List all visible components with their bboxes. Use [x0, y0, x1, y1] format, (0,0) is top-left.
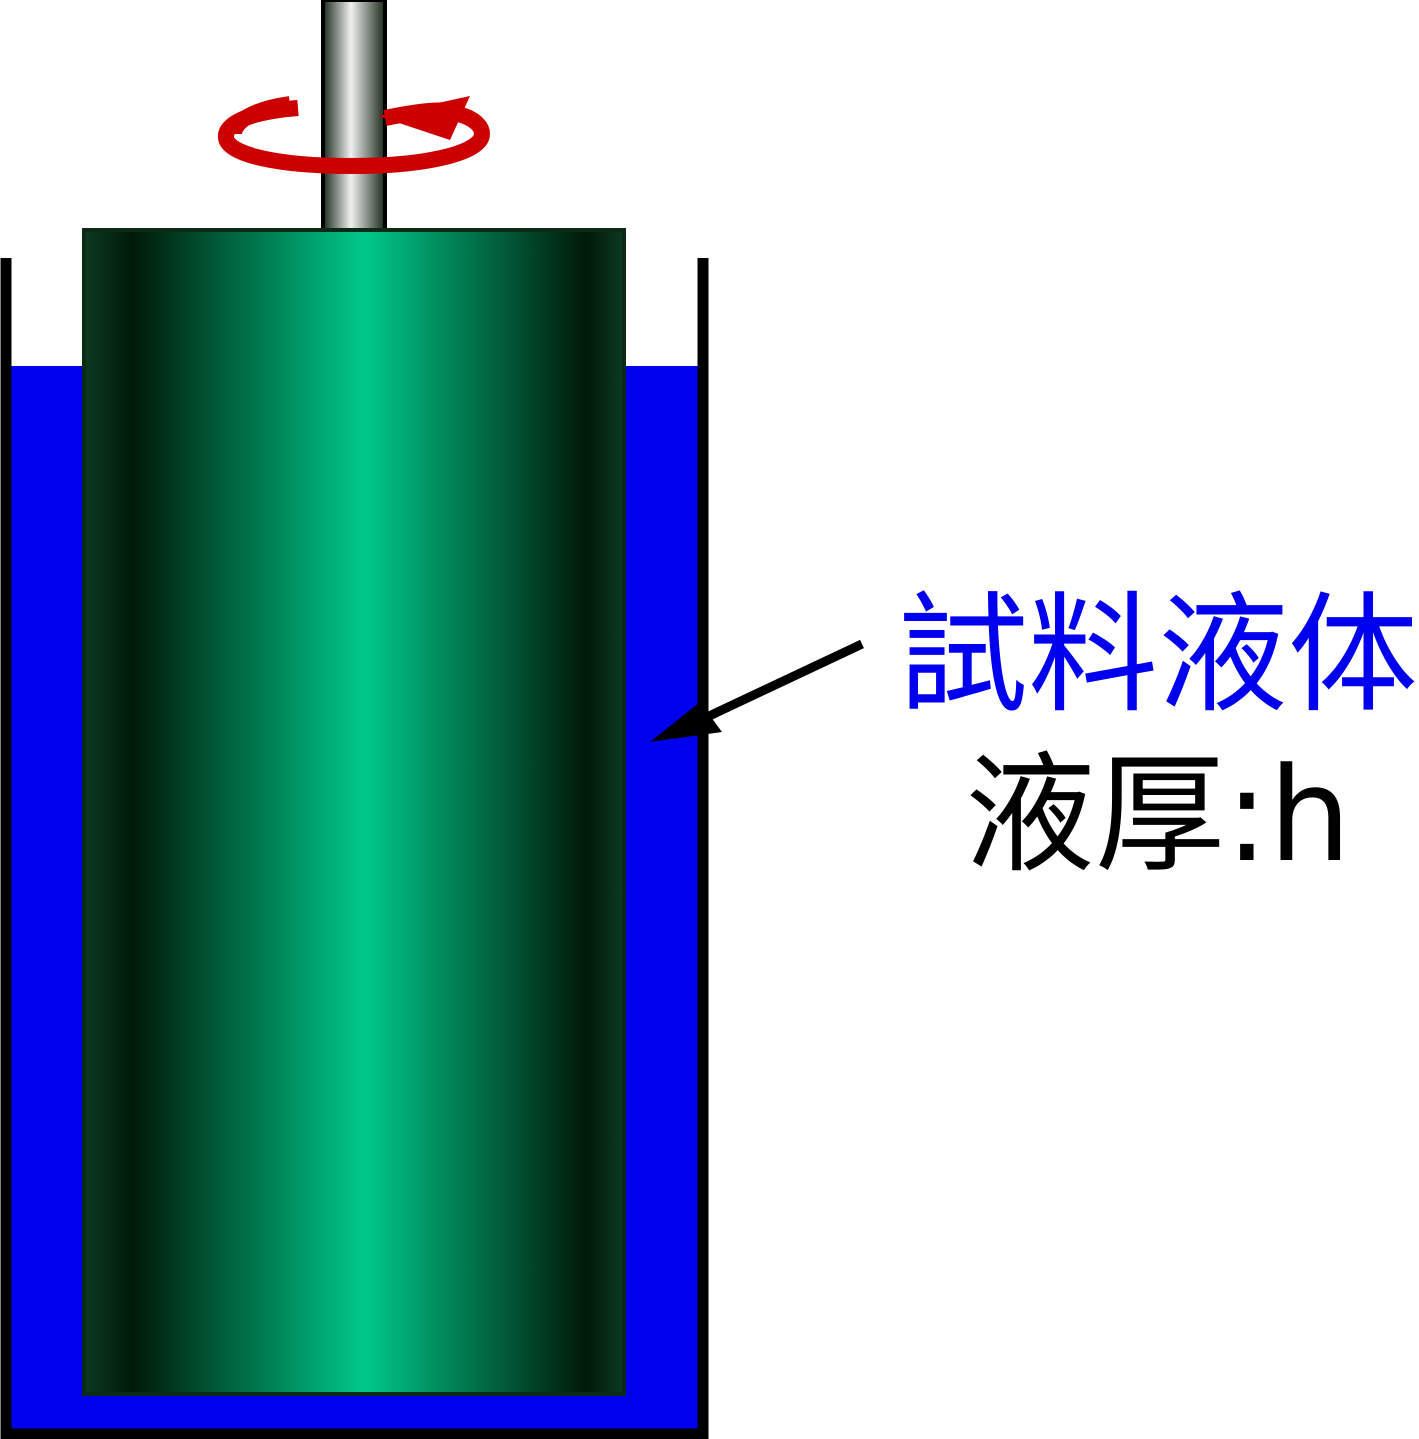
container-wall [0, 258, 709, 1439]
rotor-shaft [321, 0, 387, 234]
rotation-arrow-icon [218, 96, 491, 175]
rotor-cylinder [82, 228, 626, 1396]
liquid-thickness-label: 液厚:h [965, 739, 1351, 891]
sample-liquid-label: 試料液体 [898, 579, 1418, 731]
pointer-arrow-icon [650, 639, 864, 742]
